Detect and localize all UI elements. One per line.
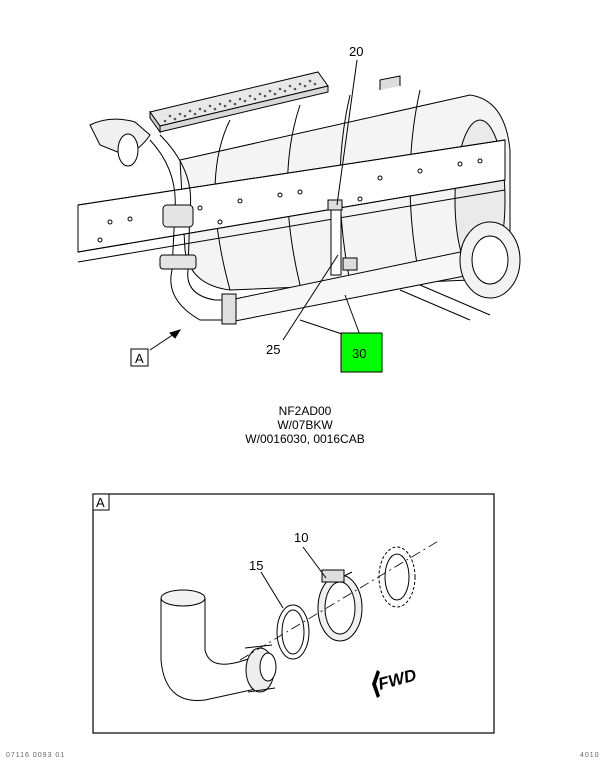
- callout-30-highlight[interactable]: 30: [340, 332, 383, 373]
- footer-left: 07116 0093 01: [6, 752, 66, 759]
- grating-step: [149, 71, 329, 134]
- caption-line-3: W/0016030, 0016CAB: [245, 432, 365, 446]
- callout-25: 25: [266, 342, 280, 357]
- detail-a-panel: A 1: [92, 493, 495, 734]
- leader-lines-top: [149, 59, 361, 351]
- detail-centerline: [239, 539, 441, 661]
- detail-leaders: [260, 546, 327, 609]
- detail-a-label: A: [96, 495, 105, 510]
- callout-30: 30: [352, 346, 366, 361]
- highlight-box: [340, 332, 383, 373]
- mounting-bracket: [327, 199, 358, 276]
- view-a-label: A: [135, 351, 144, 366]
- detail-v-band-clamp: [317, 569, 363, 642]
- detail-gasket: [276, 604, 310, 660]
- exhaust-assembly-illustration: [77, 71, 521, 341]
- detail-callout-10: 10: [294, 530, 308, 545]
- exhaust-inlet-pipe: [89, 118, 230, 321]
- footer-right: 4010: [580, 752, 600, 759]
- detail-elbow-pipe: [160, 589, 277, 701]
- tailpipe: [221, 221, 521, 325]
- callout-20: 20: [349, 44, 363, 59]
- caption: NF2AD00 W/07BKW W/0016030, 0016CAB: [205, 404, 405, 446]
- detail-callout-15: 15: [249, 558, 263, 573]
- caption-line-2: W/07BKW: [277, 418, 333, 432]
- caption-line-1: NF2AD00: [278, 404, 332, 418]
- view-a-marker: A: [130, 348, 149, 367]
